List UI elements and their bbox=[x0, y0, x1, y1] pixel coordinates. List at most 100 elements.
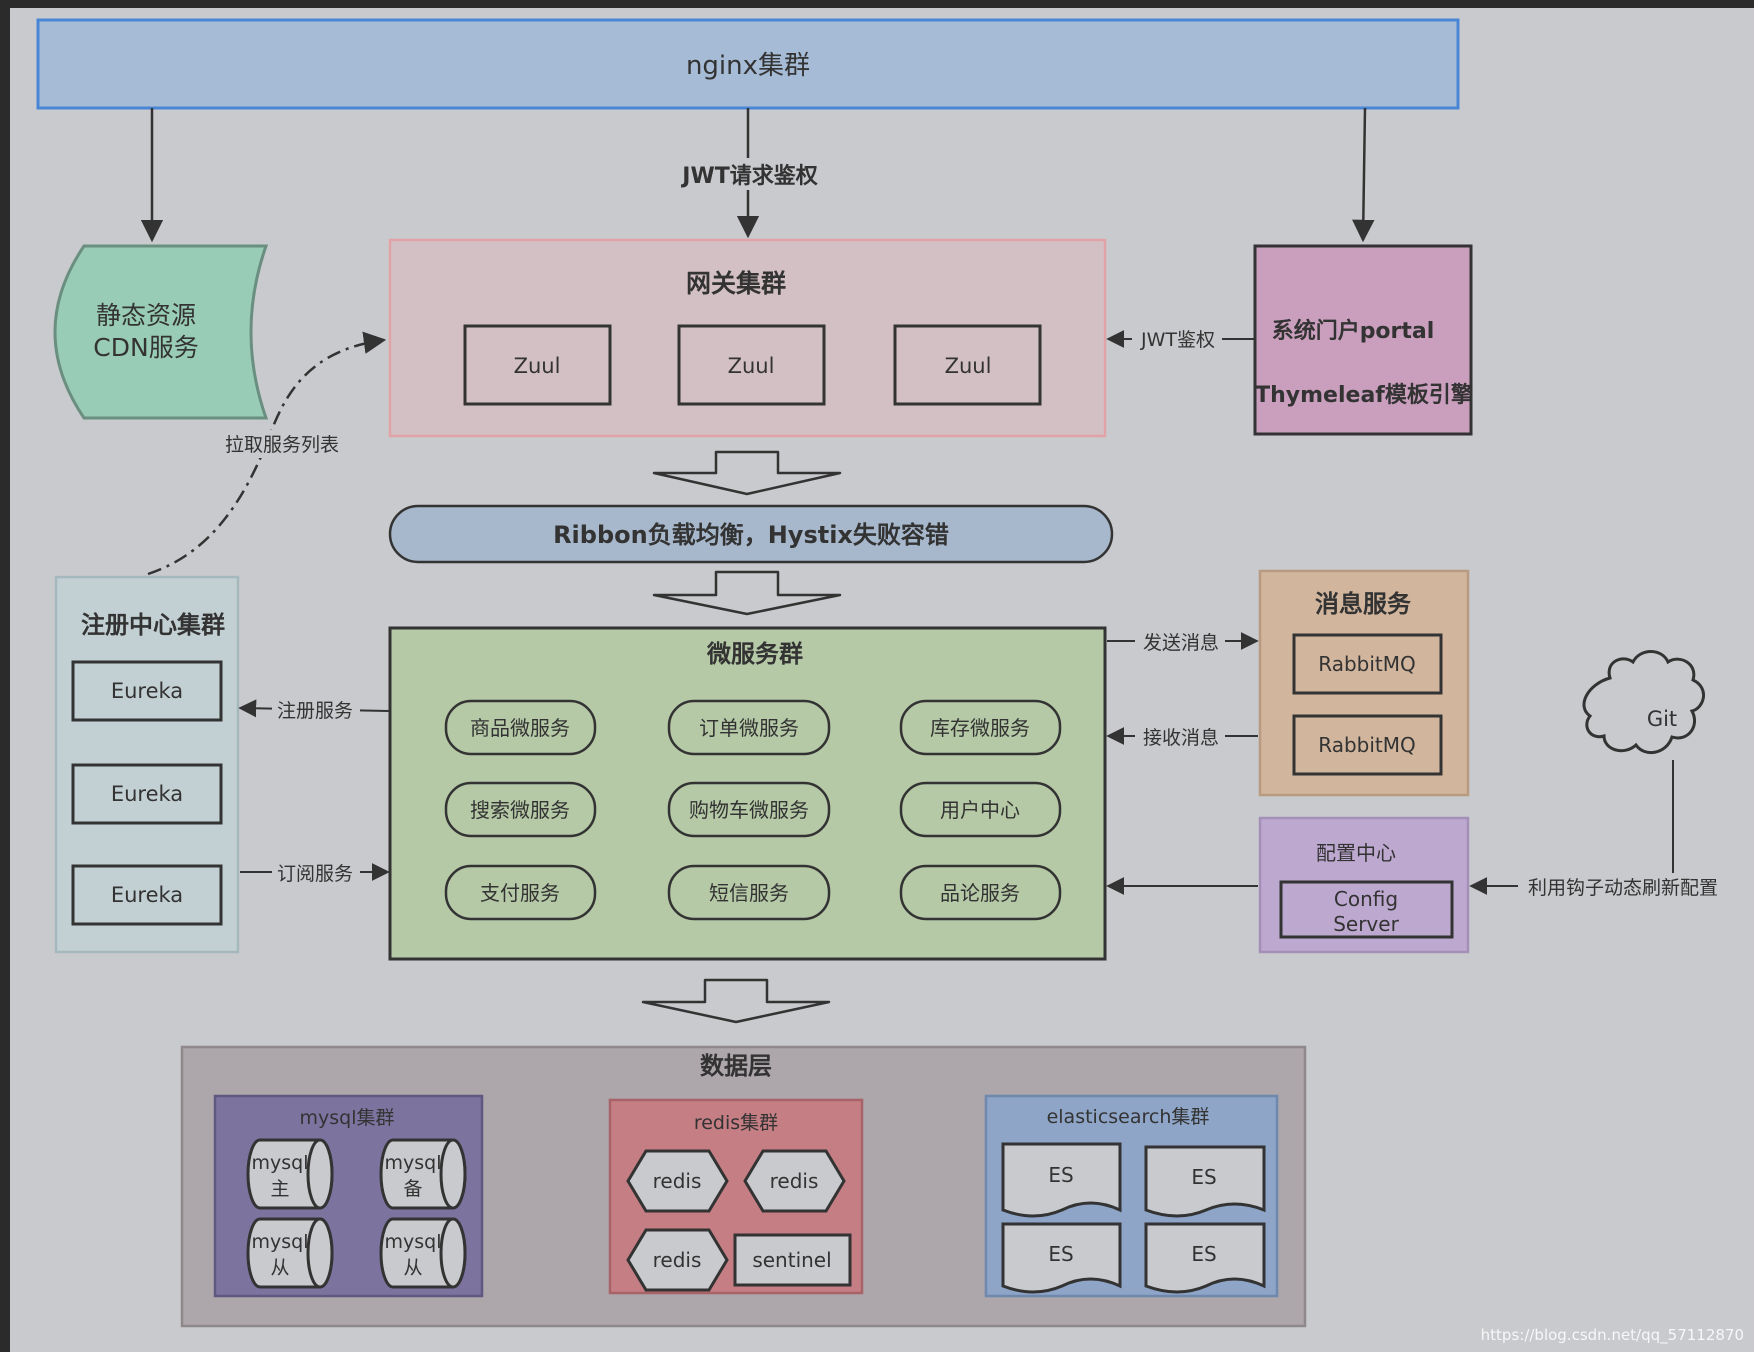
cdn-line2: CDN服务 bbox=[93, 333, 198, 362]
es-document-node bbox=[1144, 1222, 1266, 1294]
mysql-title: mysql集群 bbox=[300, 1107, 395, 1129]
mysql-db-l2: 从 bbox=[403, 1257, 422, 1279]
ribbon-label: Ribbon负载均衡，Hystix失败容错 bbox=[553, 521, 949, 549]
mysql-db-l1: mysql bbox=[252, 1152, 309, 1174]
redis-node-label: redis bbox=[653, 1169, 702, 1193]
message-title: 消息服务 bbox=[1315, 590, 1412, 618]
redis-node-label: redis bbox=[653, 1248, 702, 1272]
microservice-item bbox=[667, 781, 831, 838]
zuul-node bbox=[677, 324, 826, 406]
nginx-to-portal-arrow bbox=[1352, 107, 1375, 243]
config-center: 配置中心 Config Server bbox=[1258, 816, 1470, 954]
es-node-label: ES bbox=[1048, 1242, 1073, 1266]
jwt-request-label: JWT请求鉴权 bbox=[680, 163, 818, 189]
config-server-node bbox=[1279, 880, 1454, 939]
microservice-item bbox=[899, 699, 1062, 756]
jwt-auth-label: JWT鉴权 bbox=[1140, 329, 1215, 351]
mysql-db: mysql 主 bbox=[246, 1138, 334, 1210]
rabbitmq-node bbox=[1292, 714, 1443, 776]
data-layer-title: 数据层 bbox=[700, 1052, 772, 1080]
microservice-item-label: 订单微服务 bbox=[699, 716, 799, 740]
git-label: Git bbox=[1647, 707, 1677, 731]
redis-node bbox=[626, 1228, 729, 1292]
mysql-db-l2: 备 bbox=[403, 1178, 422, 1200]
gateway-cluster: 网关集群 Zuul Zuul Zuul bbox=[388, 238, 1107, 438]
redis-title: redis集群 bbox=[694, 1112, 778, 1134]
rabbitmq-node-label: RabbitMQ bbox=[1318, 733, 1416, 757]
microservice-item bbox=[444, 864, 597, 921]
es-title: elasticsearch集群 bbox=[1047, 1106, 1210, 1128]
zuul-node bbox=[893, 324, 1042, 406]
gateway-title: 网关集群 bbox=[686, 269, 786, 298]
flow-arrow-micro-to-data bbox=[641, 978, 831, 1024]
sentinel-label: sentinel bbox=[752, 1248, 831, 1272]
eureka-node-label: Eureka bbox=[111, 782, 183, 806]
eureka-node-label: Eureka bbox=[111, 883, 183, 907]
microservice-item bbox=[444, 699, 597, 756]
microservice-item bbox=[667, 864, 831, 921]
config-title: 配置中心 bbox=[1316, 841, 1396, 865]
subscribe-service-label: 订阅服务 bbox=[277, 863, 353, 885]
es-document-node bbox=[1144, 1145, 1266, 1218]
mysql-db-l1: mysql bbox=[385, 1231, 442, 1253]
mysql-cluster: mysql集群 mysql 主 mysql 备 mysql 从 mysql 从 bbox=[213, 1094, 484, 1298]
microservice-item-label: 短信服务 bbox=[709, 881, 789, 905]
mysql-db-l2: 主 bbox=[270, 1178, 289, 1200]
flow-arrow-gateway-to-ribbon bbox=[652, 450, 842, 496]
rabbitmq-node-label: RabbitMQ bbox=[1318, 652, 1416, 676]
send-message-label: 发送消息 bbox=[1143, 632, 1219, 654]
zuul-node-label: Zuul bbox=[728, 354, 775, 378]
portal-line1: 系统门户portal bbox=[1272, 318, 1435, 344]
mysql-db-l1: mysql bbox=[252, 1231, 309, 1253]
git-cloud: Git bbox=[1582, 650, 1705, 754]
microservice-item-label: 支付服务 bbox=[480, 881, 560, 905]
config-server-line1: Config bbox=[1334, 887, 1398, 911]
flow-arrow-ribbon-to-micro bbox=[652, 570, 842, 616]
mysql-db: mysql 从 bbox=[379, 1217, 467, 1289]
config-server-line2: Server bbox=[1333, 912, 1399, 936]
microservice-item-label: 库存微服务 bbox=[930, 716, 1030, 740]
watermark: https://blog.csdn.net/qq_57112870 bbox=[1481, 1326, 1744, 1345]
microservice-item bbox=[899, 781, 1062, 838]
pull-service-list-label: 拉取服务列表 bbox=[225, 434, 339, 456]
zuul-node-label: Zuul bbox=[514, 354, 561, 378]
microservice-title: 微服务群 bbox=[706, 640, 803, 668]
mysql-db: mysql 从 bbox=[246, 1217, 334, 1289]
mysql-db-l2: 从 bbox=[270, 1257, 289, 1279]
git-hook-label: 利用钩子动态刷新配置 bbox=[1528, 877, 1718, 899]
ribbon-hystrix-bar: Ribbon负载均衡，Hystix失败容错 bbox=[388, 504, 1114, 564]
microservice-item-label: 购物车微服务 bbox=[689, 798, 809, 822]
es-node-label: ES bbox=[1048, 1163, 1073, 1187]
portal-line2: Thymeleaf模板引擎 bbox=[1255, 383, 1473, 408]
microservice-item-label: 用户中心 bbox=[940, 798, 1020, 822]
microservice-item-label: 商品微服务 bbox=[470, 716, 570, 740]
register-service-label: 注册服务 bbox=[277, 700, 353, 722]
system-portal: 系统门户portal Thymeleaf模板引擎 bbox=[1253, 244, 1473, 436]
redis-node-label: redis bbox=[770, 1169, 819, 1193]
zuul-node bbox=[463, 324, 612, 406]
message-service: 消息服务 RabbitMQ RabbitMQ bbox=[1258, 569, 1470, 797]
registry-title: 注册中心集群 bbox=[81, 611, 225, 639]
elasticsearch-cluster: elasticsearch集群 ES ES ES ES bbox=[984, 1094, 1279, 1298]
es-node-label: ES bbox=[1191, 1165, 1216, 1189]
es-document-node bbox=[1001, 1142, 1122, 1218]
nginx-cluster: nginx集群 bbox=[36, 18, 1460, 110]
rabbitmq-node bbox=[1292, 633, 1443, 695]
cloud-icon bbox=[1582, 650, 1705, 754]
nginx-label: nginx集群 bbox=[686, 51, 810, 81]
registry-cluster: 注册中心集群 Eureka Eureka Eureka bbox=[54, 575, 240, 954]
es-node-label: ES bbox=[1191, 1242, 1216, 1266]
cdn-line1: 静态资源 bbox=[96, 301, 196, 330]
es-document-node bbox=[1001, 1222, 1122, 1294]
microservice-item bbox=[899, 864, 1062, 921]
redis-node bbox=[626, 1149, 729, 1213]
microservice-item bbox=[444, 781, 597, 838]
microservice-item-label: 搜索微服务 bbox=[470, 798, 570, 822]
eureka-node bbox=[71, 864, 223, 926]
receive-message-label: 接收消息 bbox=[1143, 727, 1219, 749]
cdn-static-resources: 静态资源 CDN服务 bbox=[53, 244, 269, 420]
eureka-node-label: Eureka bbox=[111, 679, 183, 703]
zuul-node-label: Zuul bbox=[945, 354, 992, 378]
eureka-node bbox=[71, 763, 223, 825]
